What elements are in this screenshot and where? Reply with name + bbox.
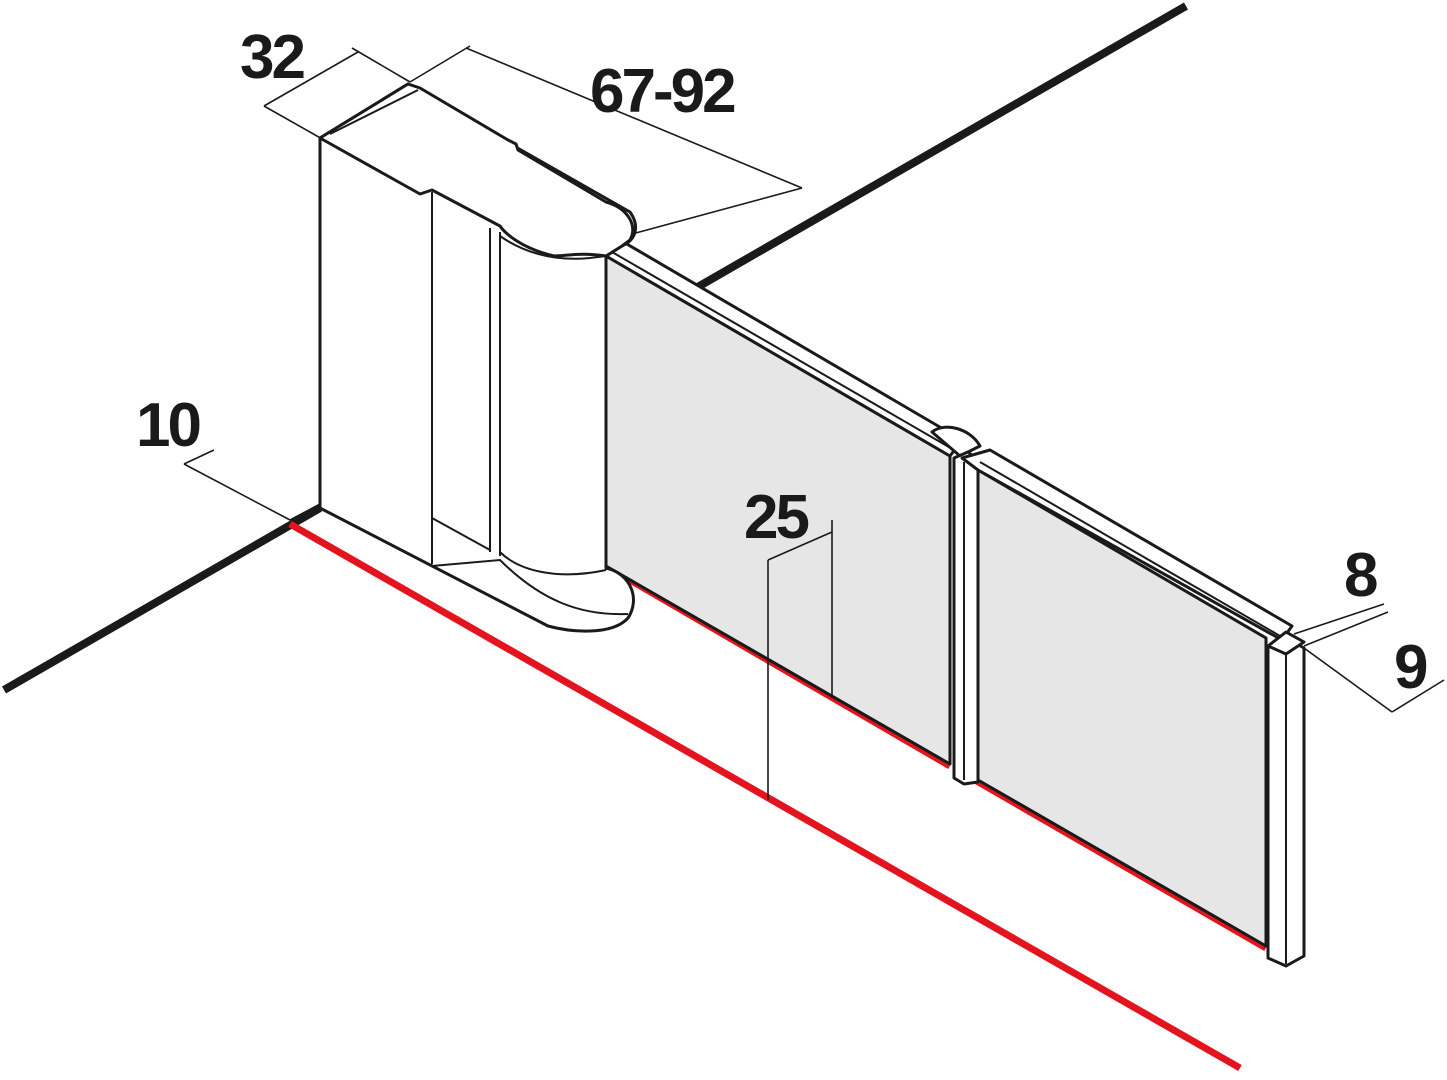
wall-profile-top-rim [329,89,419,135]
dim-label-32: 32 [240,23,303,92]
dim-label-25: 25 [744,483,808,552]
glass-panel-1-top-edge [611,251,955,451]
wall-profile-top-face [318,82,635,258]
dim-8-ext [1303,611,1389,647]
middle-profile [952,450,980,786]
dim-32-ext-2 [351,47,411,83]
side-wall-line [2,504,322,694]
panel-connector [930,425,982,458]
dim-label-9: 9 [1394,633,1427,702]
dim-9-ext [1391,679,1445,713]
dim-8-line [1293,603,1385,635]
end-profile-top [1266,630,1306,656]
dim-25-line [767,531,833,561]
dim-label-8: 8 [1344,541,1377,610]
wall-profile-curve-bottom [499,551,607,576]
glass-panel-2-top-edge [979,461,1281,637]
dim-32-ext-1 [263,105,325,141]
dim-67-92-ext-2 [631,187,803,235]
dim-10-ext [183,449,215,465]
glass-panel-2 [976,468,1268,948]
dim-9-line [1303,647,1393,713]
dim-67-92-ext-1 [409,45,471,83]
dim-32-line [263,51,359,107]
wall-profile-foot [319,507,629,616]
dim-67-92-line [465,47,803,189]
dim-10-ext-2 [289,503,321,521]
back-wall-line [694,2,1188,292]
wall-profile-base-edge [431,517,491,551]
dim-label-10: 10 [136,391,199,460]
dim-label-67-92: 67-92 [590,57,734,126]
dim-10-line [183,463,291,521]
floor-line-front [288,520,1242,1072]
wall-profile-curve-top [499,235,607,260]
floor-line-glass-2 [973,776,1268,952]
